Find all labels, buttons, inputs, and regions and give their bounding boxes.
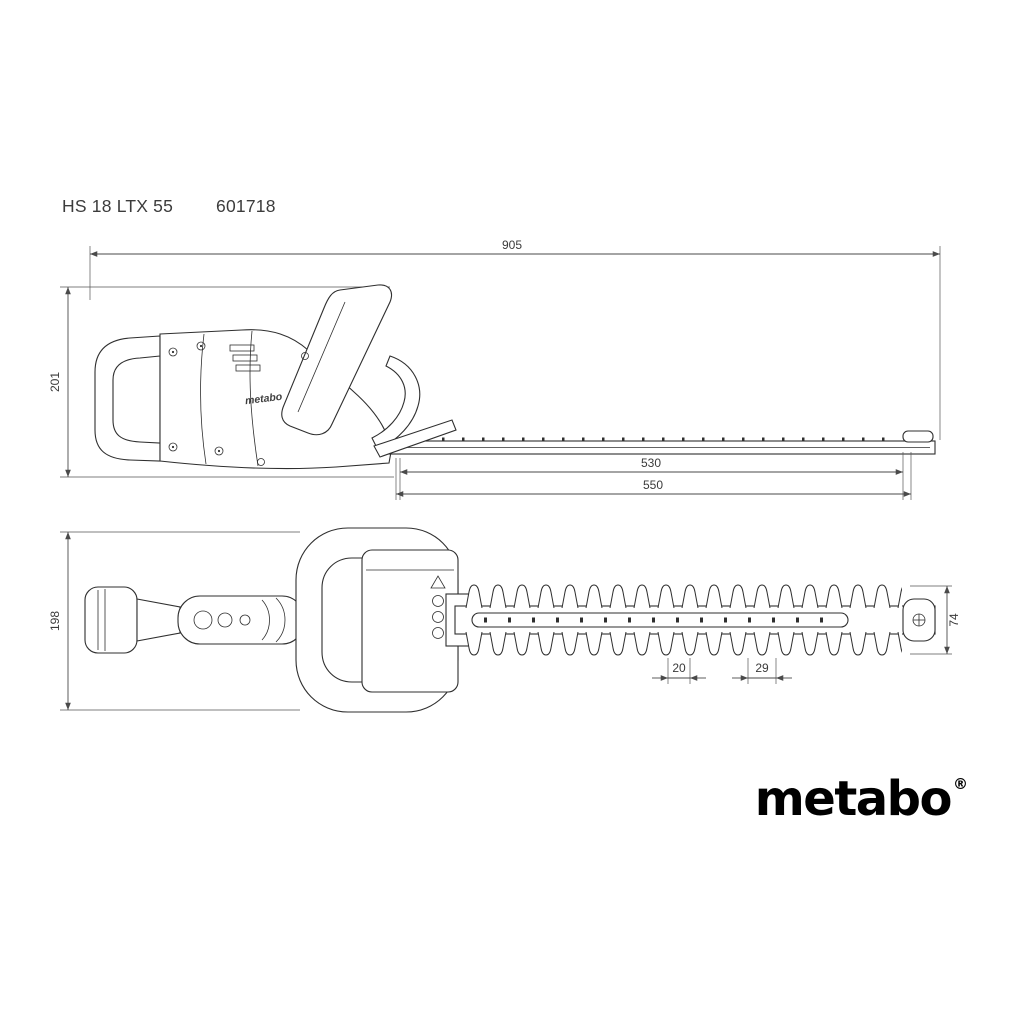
dimension-overall-length: 905 [89,238,941,440]
dim-overall-length-label: 905 [502,238,522,252]
metabo-logo-text: metabo [754,771,953,827]
dimension-blade-total: 550 [395,452,912,500]
indicator-dot-icon [432,627,444,639]
front-loop-handle [281,284,393,436]
indicator-dot-icon [432,595,444,607]
registered-trademark-icon: ® [953,775,968,793]
dimension-blade-width: 74 [910,585,961,655]
dim-width-label: 198 [48,611,62,631]
dimension-height: 201 [48,286,394,478]
blade-teeth-lower [462,632,902,656]
product-sku: 601718 [216,196,276,216]
dim-height-label: 201 [48,372,62,392]
blade-teeth-upper [462,584,902,608]
dim-tooth-gap-label: 20 [672,661,686,675]
blade-top-view [454,584,936,656]
battery-indicator-icons [430,575,446,639]
product-model: HS 18 LTX 55 [62,196,174,216]
warning-triangle-icon [430,575,446,589]
product-title-row: HS 18 LTX 55 601718 [62,196,276,217]
housing-details [193,597,286,643]
dim-blade-total-label: 550 [643,478,663,492]
rear-handle [94,335,161,462]
side-view: 905 201 [48,238,941,500]
dim-tooth-pitch-label: 29 [755,661,769,675]
dimension-width: 198 [48,531,300,711]
blade-center-slot [471,612,849,628]
rear-handle-top [84,586,138,654]
blade-side [387,430,936,455]
battery-pack [361,549,459,693]
indicator-dot-icon [432,611,444,623]
screws [168,341,309,466]
dimension-tooth-gap: 20 [652,658,706,684]
hand-guard [371,355,421,451]
metabo-logo: metabo® [755,771,968,827]
vent-slots [229,344,261,372]
blade-tip-cap [902,430,934,443]
handle-neck [136,598,181,642]
dim-blade-width-label: 74 [947,613,961,627]
guard-plate [373,419,457,458]
handle-seam [297,301,346,413]
dimension-blade-cut: 530 [399,452,904,500]
trimmer-top-view [84,527,936,713]
trimmer-side-view: metabo [94,284,936,470]
body-brand-label: metabo [244,391,283,408]
dimension-tooth-pitch: 29 [732,658,792,684]
dim-blade-cut-label: 530 [641,456,661,470]
top-view: 198 [48,527,961,713]
